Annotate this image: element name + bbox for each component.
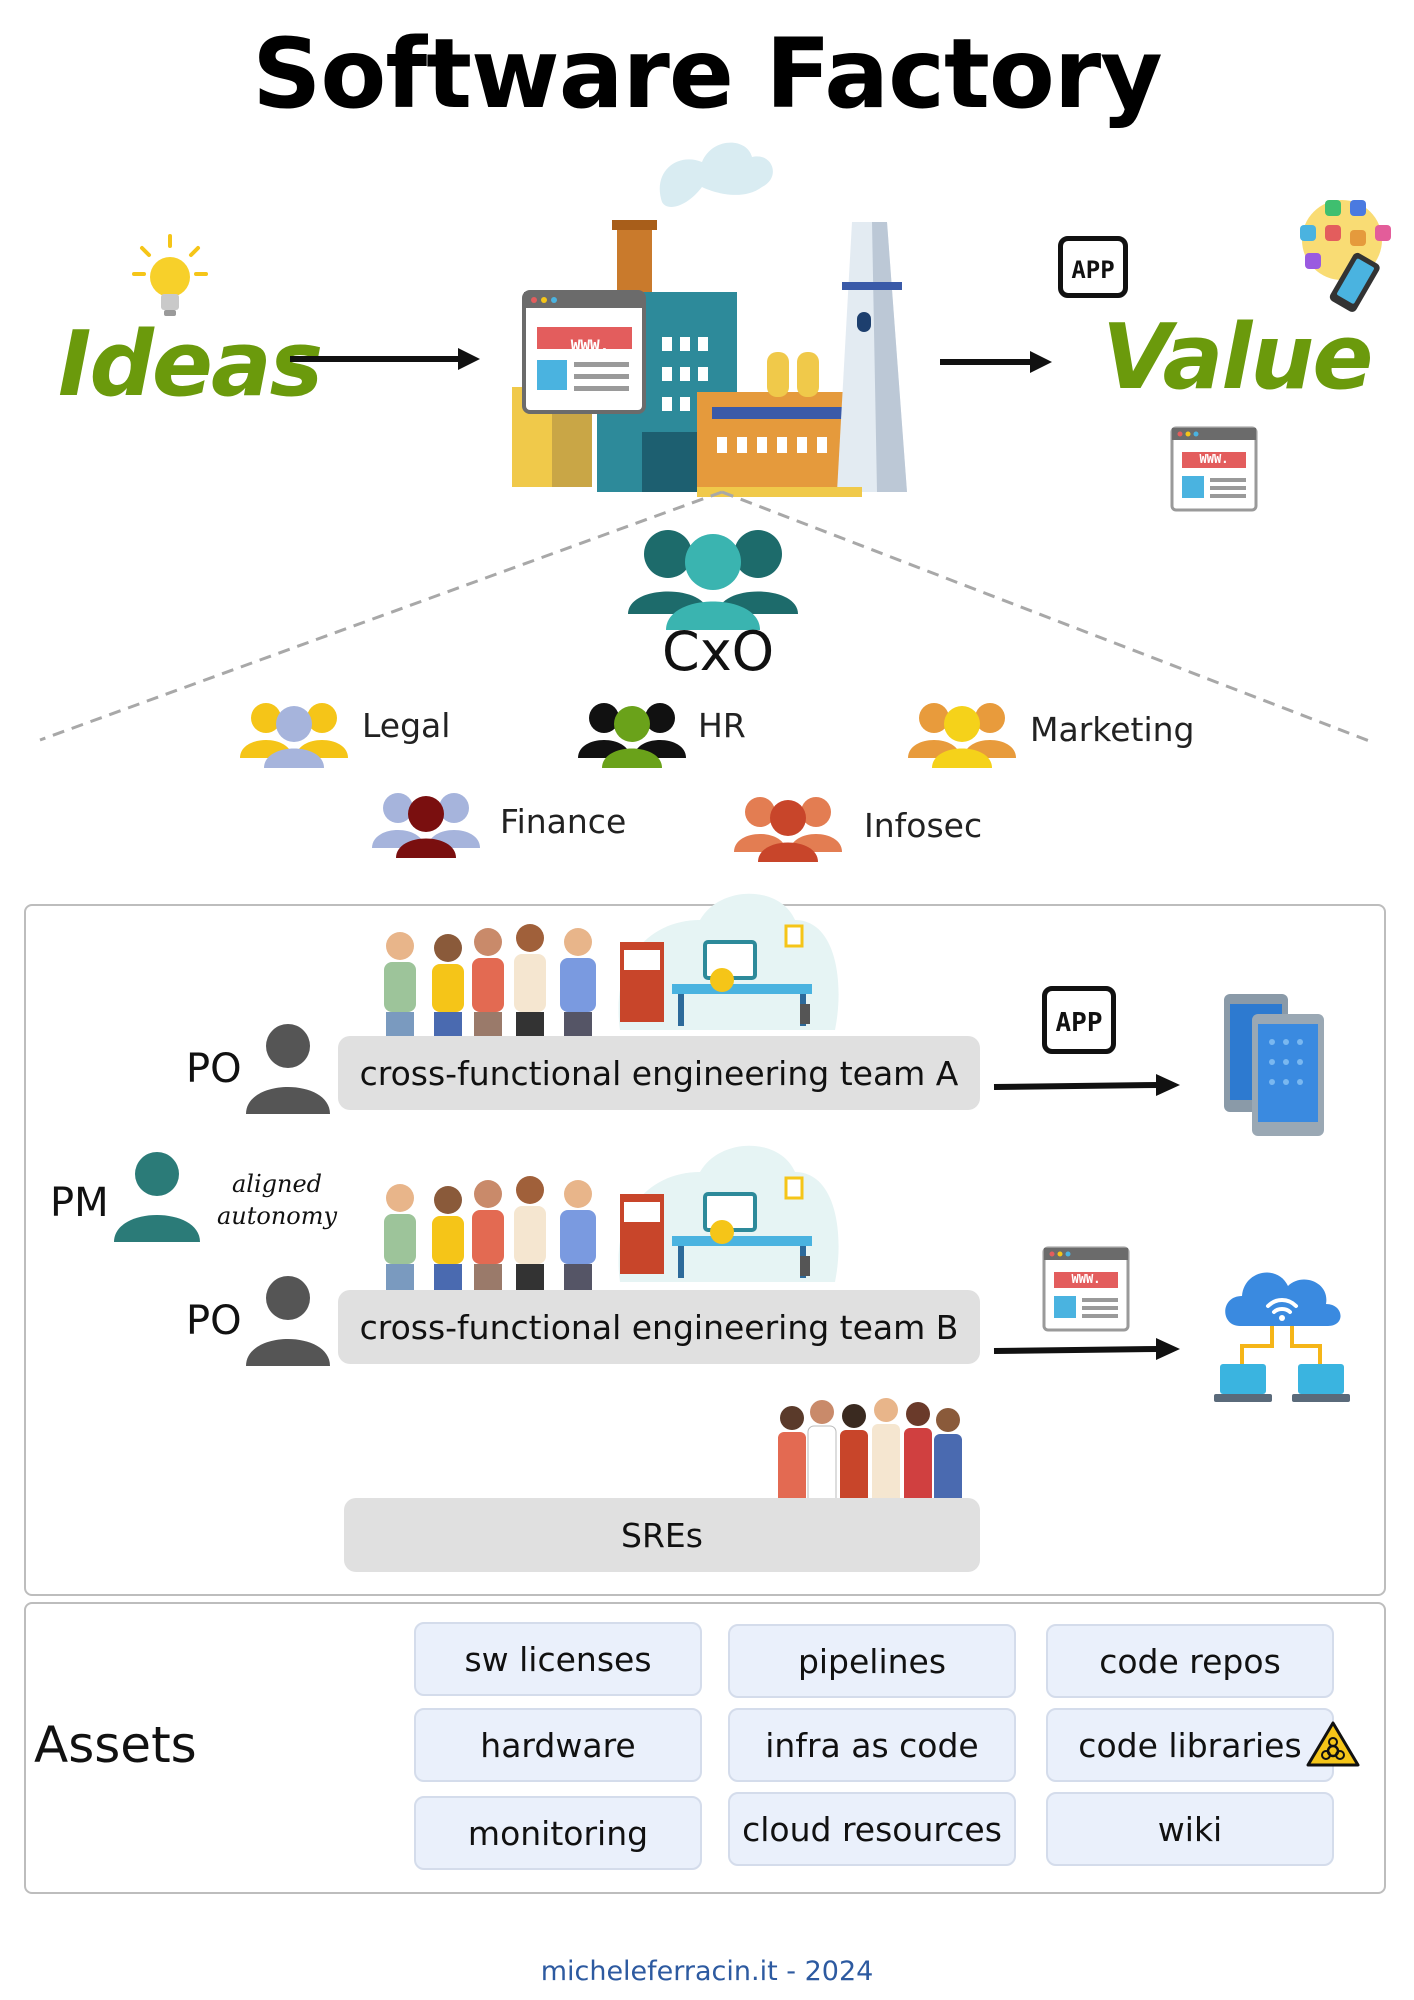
team-a-bar: cross-functional engineering team A	[338, 1036, 980, 1110]
asset-cloud-resources: cloud resources	[728, 1792, 1016, 1866]
team-b-www-badge: WWW.	[1071, 1272, 1101, 1286]
value-label: Value	[1102, 305, 1373, 410]
pm-person-icon	[114, 1152, 200, 1242]
team-a-app-label: APP	[1055, 1008, 1103, 1038]
asset-wiki: wiki	[1046, 1792, 1334, 1866]
asset-pipelines: pipelines	[728, 1624, 1016, 1698]
team-b-bar: cross-functional engineering team B	[338, 1290, 980, 1364]
value-www-badge: WWW.	[1199, 452, 1229, 466]
po-b-label: PO	[186, 1298, 242, 1344]
infosec-label: Infosec	[864, 806, 983, 845]
hr-label: HR	[698, 706, 746, 745]
team-b-office-illustration	[618, 1145, 839, 1282]
hr-group-icon	[578, 703, 686, 768]
po-a-person-icon	[246, 1024, 330, 1114]
org-dashed-lines	[39, 490, 1373, 744]
marketing-label: Marketing	[1030, 710, 1195, 749]
finance-group-icon	[372, 793, 480, 858]
asset-monitoring: monitoring	[414, 1796, 702, 1870]
mobile-devices-icon	[1224, 994, 1324, 1136]
sres-bar: SREs	[344, 1498, 980, 1572]
team-a-office-illustration	[618, 893, 839, 1030]
cxo-label: CxO	[662, 620, 775, 683]
team-b-people-illustration	[384, 1176, 596, 1290]
arrow-team-b-output	[993, 1338, 1180, 1360]
footer-credit[interactable]: micheleferracin.it - 2024	[540, 1956, 874, 1987]
aligned-line1: aligned	[231, 1170, 323, 1198]
page-title: Software Factory	[252, 18, 1163, 130]
sres-people-illustration	[778, 1398, 962, 1505]
aligned-line2: autonomy	[216, 1202, 338, 1230]
asset-code-libraries: code libraries	[1046, 1708, 1334, 1782]
finance-label: Finance	[500, 802, 627, 841]
assets-label: Assets	[34, 1716, 197, 1774]
po-a-label: PO	[186, 1046, 242, 1092]
team-a-people-illustration	[384, 924, 596, 1038]
asset-hardware: hardware	[414, 1708, 702, 1782]
legal-group-icon	[240, 703, 348, 768]
team-b-website-icon	[1042, 1246, 1130, 1332]
cxo-group-icon	[628, 530, 798, 630]
asset-infra-as-code: infra as code	[728, 1708, 1016, 1782]
app-bubbles-icon	[1300, 200, 1391, 312]
po-b-person-icon	[246, 1276, 330, 1366]
value-website-icon	[1170, 426, 1258, 512]
value-app-icon: APP	[1058, 236, 1128, 298]
pm-label: PM	[50, 1180, 109, 1226]
asset-code-repos: code repos	[1046, 1624, 1334, 1698]
cloud-network-icon	[1214, 1272, 1350, 1402]
marketing-group-icon	[908, 703, 1016, 768]
factory-illustration	[512, 142, 907, 497]
arrow-factory-to-value	[940, 351, 1052, 373]
ideas-label: Ideas	[58, 312, 323, 417]
lightbulb-icon	[132, 234, 208, 316]
infosec-group-icon	[734, 797, 842, 862]
team-a-app-icon: APP	[1042, 986, 1116, 1054]
asset-sw-licenses: sw licenses	[414, 1622, 702, 1696]
arrow-team-a-output	[993, 1074, 1180, 1096]
aligned-autonomy-note: aligned autonomy	[212, 1168, 342, 1232]
biohazard-warning-icon	[1306, 1721, 1360, 1767]
factory-www-badge: WWW.	[570, 336, 610, 355]
arrow-ideas-to-factory	[290, 348, 480, 370]
value-app-label: APP	[1071, 256, 1115, 284]
legal-label: Legal	[362, 706, 451, 745]
